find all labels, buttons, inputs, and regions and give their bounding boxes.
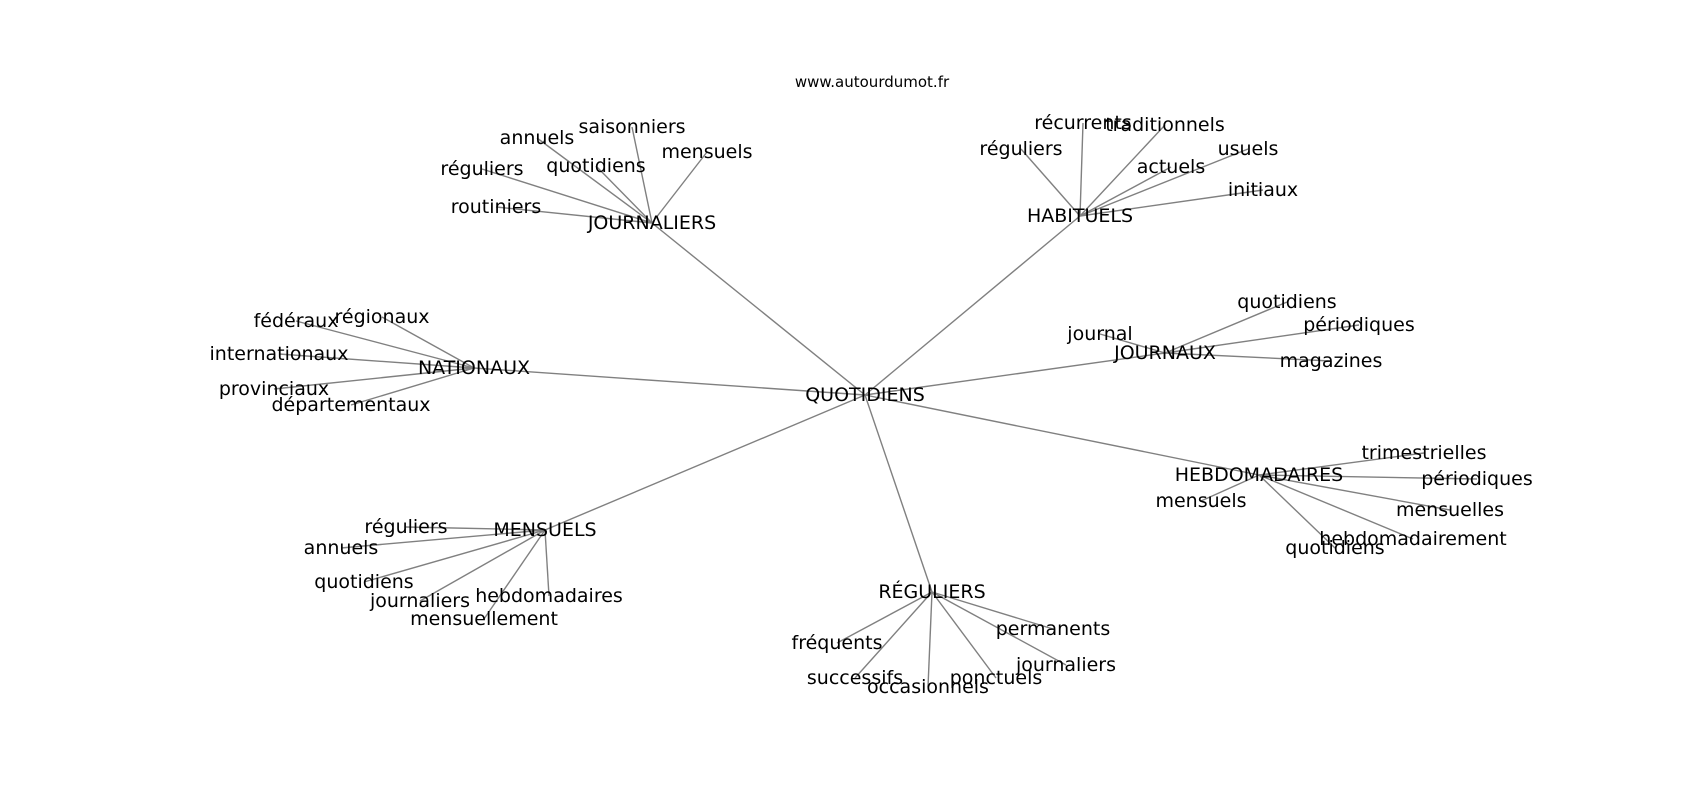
- edge-journaliers-0: [631, 126, 653, 224]
- edge-mensuels-1: [340, 529, 546, 549]
- group-node-habituels[interactable]: HABITUELS: [1027, 205, 1133, 227]
- leaf-node-habituels-5[interactable]: initiaux: [1228, 179, 1298, 201]
- edge-mensuels-2: [363, 529, 546, 583]
- edge-habituels-5: [1079, 189, 1264, 217]
- leaf-node-reguliers-5[interactable]: occasionnels: [867, 676, 989, 698]
- leaf-node-hebdomadaires-2[interactable]: mensuels: [1155, 490, 1246, 512]
- edge-root-journaliers: [651, 222, 866, 396]
- leaf-node-journaliers-4[interactable]: réguliers: [440, 158, 523, 180]
- edge-nationaux-1: [381, 316, 475, 369]
- edge-habituels-1: [1079, 124, 1166, 217]
- leaf-node-habituels-3[interactable]: usuels: [1218, 138, 1279, 160]
- edge-habituels-0: [1079, 122, 1084, 217]
- edge-hebdomadaires-0: [1258, 452, 1425, 476]
- edge-root-journaux: [864, 352, 1166, 396]
- edge-mensuels-4: [544, 529, 550, 597]
- edge-journaliers-1: [536, 137, 653, 224]
- edge-habituels-3: [1079, 148, 1249, 217]
- edge-reguliers-1: [931, 591, 1054, 630]
- edge-journaux-1: [1164, 301, 1288, 354]
- leaf-node-mensuels-4[interactable]: hebdomadaires: [475, 585, 623, 607]
- leaf-node-journaux-1[interactable]: quotidiens: [1237, 291, 1336, 313]
- graph-edges: [273, 122, 1478, 688]
- edge-journaux-3: [1164, 352, 1332, 362]
- leaf-node-reguliers-4[interactable]: ponctuels: [950, 667, 1043, 689]
- leaf-node-nationaux-2[interactable]: internationaux: [210, 343, 349, 365]
- edge-journaliers-4: [481, 168, 653, 224]
- leaf-node-nationaux-1[interactable]: régionaux: [334, 306, 429, 328]
- edge-reguliers-3: [854, 591, 933, 679]
- leaf-node-reguliers-3[interactable]: successifs: [807, 667, 903, 689]
- group-node-hebdomadaires[interactable]: HEBDOMADAIRES: [1175, 464, 1343, 486]
- edge-root-habituels: [864, 215, 1081, 396]
- edge-mensuels-0: [405, 526, 546, 531]
- leaf-node-habituels-4[interactable]: actuels: [1137, 156, 1205, 178]
- leaf-node-journaux-0[interactable]: journal: [1066, 323, 1132, 345]
- edge-journaux-0: [1099, 333, 1166, 354]
- leaf-node-journaliers-5[interactable]: routiniers: [451, 196, 542, 218]
- edge-habituels-2: [1020, 148, 1081, 217]
- edge-root-reguliers: [864, 394, 933, 593]
- leaf-node-nationaux-3[interactable]: provinciaux: [219, 378, 329, 400]
- group-node-reguliers[interactable]: RÉGULIERS: [878, 580, 985, 603]
- edge-hebdomadaires-1: [1258, 474, 1478, 480]
- leaf-node-reguliers-2[interactable]: journaliers: [1015, 654, 1116, 676]
- leaf-node-mensuels-0[interactable]: réguliers: [364, 516, 447, 538]
- leaf-node-nationaux-4[interactable]: départementaux: [271, 394, 430, 416]
- edge-root-hebdomadaires: [864, 394, 1260, 476]
- leaf-node-journaliers-3[interactable]: quotidiens: [546, 155, 645, 177]
- edge-mensuels-3: [419, 529, 546, 602]
- edge-nationaux-0: [295, 320, 475, 369]
- edge-hebdomadaires-3: [1258, 474, 1451, 511]
- leaf-node-journaliers-2[interactable]: mensuels: [661, 141, 752, 163]
- edge-reguliers-2: [931, 591, 1067, 666]
- leaf-node-hebdomadaires-4[interactable]: hebdomadairement: [1319, 528, 1506, 550]
- edge-reguliers-0: [836, 591, 933, 644]
- edge-nationaux-2: [278, 353, 475, 369]
- leaf-node-hebdomadaires-5[interactable]: quotidiens: [1285, 537, 1384, 559]
- leaf-node-mensuels-1[interactable]: annuels: [304, 537, 379, 559]
- leaf-node-hebdomadaires-0[interactable]: trimestrielles: [1361, 442, 1486, 464]
- edge-mensuels-5: [483, 529, 546, 620]
- leaf-node-mensuels-3[interactable]: journaliers: [369, 590, 470, 612]
- leaf-node-reguliers-1[interactable]: permanents: [996, 618, 1111, 640]
- edge-nationaux-3: [273, 367, 475, 390]
- graph-nodes: www.autourdumot.fr QUOTIDIENS JOURNALIERS…: [210, 73, 1533, 698]
- leaf-node-journaliers-1[interactable]: annuels: [500, 127, 575, 149]
- edge-root-nationaux: [473, 367, 866, 396]
- edge-journaux-2: [1164, 324, 1360, 354]
- edge-habituels-4: [1079, 166, 1172, 217]
- leaf-node-journaux-3[interactable]: magazines: [1280, 350, 1383, 372]
- root-node[interactable]: QUOTIDIENS: [805, 384, 925, 406]
- group-node-nationaux[interactable]: NATIONAUX: [418, 357, 530, 379]
- leaf-node-habituels-2[interactable]: réguliers: [979, 138, 1062, 160]
- leaf-node-nationaux-0[interactable]: fédéraux: [254, 310, 339, 332]
- edge-hebdomadaires-2: [1200, 474, 1260, 502]
- leaf-node-journaux-2[interactable]: périodiques: [1303, 314, 1415, 336]
- edge-hebdomadaires-4: [1258, 474, 1414, 540]
- source-url: www.autourdumot.fr: [795, 73, 950, 91]
- leaf-node-habituels-1[interactable]: traditionnels: [1105, 114, 1225, 136]
- edge-reguliers-5: [927, 591, 933, 688]
- edge-root-mensuels: [544, 394, 866, 531]
- group-node-journaux[interactable]: JOURNAUX: [1113, 342, 1216, 364]
- edge-journaliers-2: [651, 151, 708, 224]
- edge-hebdomadaires-5: [1258, 474, 1336, 549]
- edge-journaliers-3: [595, 165, 653, 224]
- group-node-journaliers[interactable]: JOURNALIERS: [587, 212, 716, 234]
- edge-nationaux-4: [350, 367, 475, 406]
- leaf-node-hebdomadaires-1[interactable]: périodiques: [1421, 468, 1533, 490]
- leaf-node-hebdomadaires-3[interactable]: mensuelles: [1396, 499, 1504, 521]
- leaf-node-habituels-0[interactable]: récurrents: [1034, 112, 1132, 134]
- leaf-node-mensuels-2[interactable]: quotidiens: [314, 571, 413, 593]
- group-node-mensuels[interactable]: MENSUELS: [493, 519, 596, 541]
- leaf-node-journaliers-0[interactable]: saisonniers: [578, 116, 685, 138]
- edge-reguliers-4: [931, 591, 997, 679]
- leaf-node-reguliers-0[interactable]: fréquents: [792, 632, 883, 654]
- leaf-node-mensuels-5[interactable]: mensuellement: [410, 608, 558, 630]
- edge-journaliers-5: [495, 206, 653, 224]
